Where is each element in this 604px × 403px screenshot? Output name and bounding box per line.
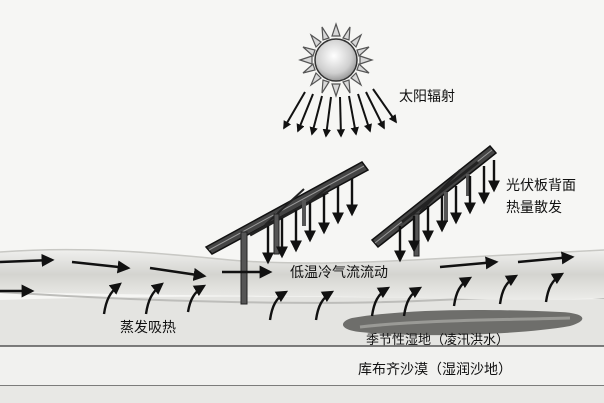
radiation-arrows — [283, 88, 397, 138]
left-heat-arrows — [262, 178, 358, 265]
cool-airflow-label: 低温冷气流流动 — [290, 265, 388, 281]
desert-layer — [0, 346, 604, 386]
right-solar-panel — [370, 144, 498, 257]
panel-back-label-line2: 热量散发 — [506, 200, 562, 216]
right-heat-arrows — [394, 160, 500, 263]
panel-back-label-line1: 光伏板背面 — [506, 178, 576, 194]
solar-radiation-label: 太阳辐射 — [399, 89, 455, 105]
wetland-lens — [342, 310, 583, 336]
airflow-arrows — [0, 251, 575, 298]
evaporation-label: 蒸发吸热 — [120, 320, 176, 336]
ground-layers — [0, 291, 604, 403]
sun-icon — [298, 22, 374, 98]
evaporation-arrows — [102, 272, 565, 321]
left-solar-panel — [204, 161, 370, 305]
seasonal-wetland-label: 季节性湿地（凌汛洪水） — [366, 333, 509, 348]
kubuqi-desert-label: 库布齐沙漠（湿润沙地） — [358, 362, 512, 378]
